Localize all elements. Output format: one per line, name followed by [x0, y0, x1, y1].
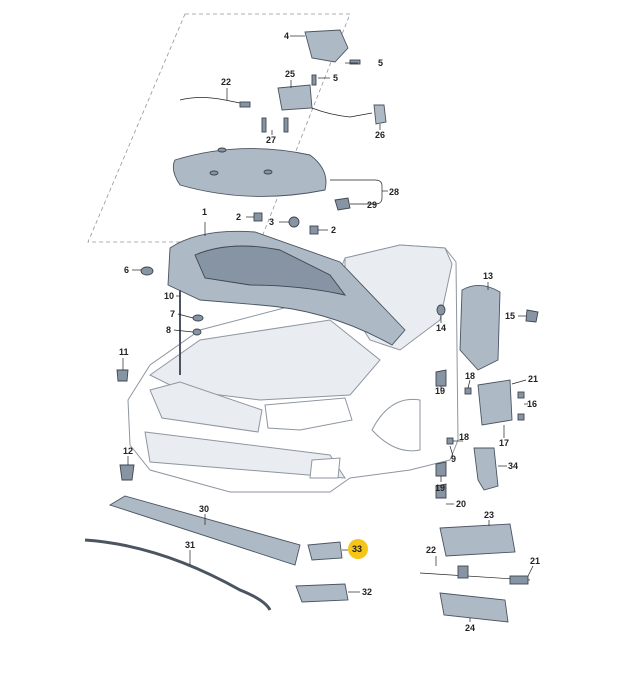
screw-16b	[517, 413, 525, 421]
callout-13: 13	[483, 271, 493, 281]
callout-27: 27	[266, 135, 276, 145]
lock-cover-part	[304, 29, 349, 63]
cable-clip	[457, 565, 469, 579]
hood-inner-frame	[194, 245, 347, 296]
clip-2b	[309, 225, 319, 235]
callout-24: 24	[465, 623, 475, 633]
wheel-arch	[371, 398, 421, 452]
callout-5: 5	[378, 58, 383, 68]
cover-32	[295, 583, 349, 603]
callout-19: 19	[435, 483, 445, 493]
callout-18: 18	[459, 432, 469, 442]
callout-7: 7	[170, 309, 175, 319]
part-14	[436, 304, 446, 316]
hood-insulation-mat	[172, 148, 327, 197]
callout-10: 10	[164, 291, 174, 301]
lock-carrier-13	[459, 285, 501, 371]
callout-labels: 4 5 5 22 25 27 26 28 29 1 2 3 2 6 10 7 8…	[119, 31, 540, 633]
callout-29: 29	[367, 200, 377, 210]
callout-30: 30	[199, 504, 209, 514]
insulation-clip	[209, 170, 219, 176]
clip-2a	[253, 212, 263, 222]
hood-lock-17	[477, 379, 513, 426]
bolt-5a	[349, 59, 361, 65]
insulation-clip	[263, 169, 273, 175]
screw-18a	[464, 387, 472, 395]
clip-7	[192, 314, 204, 322]
hood-lock-part	[277, 84, 313, 111]
callout-1: 1	[202, 207, 207, 217]
headlight	[264, 397, 353, 431]
buffer-6	[140, 266, 154, 276]
bolt-27b	[283, 117, 289, 133]
callout-5: 5	[333, 73, 338, 83]
callout-20: 20	[456, 499, 466, 509]
callout-8: 8	[166, 325, 171, 335]
handle-base-24	[439, 592, 509, 623]
callout-34: 34	[508, 461, 518, 471]
callout-9: 9	[451, 454, 456, 464]
clip-19b	[435, 461, 447, 477]
callout-21: 21	[528, 374, 538, 384]
clip-20	[435, 483, 447, 499]
callout-23: 23	[484, 510, 494, 520]
insulation-clip	[217, 147, 227, 153]
callout-22: 22	[221, 77, 231, 87]
callout-22: 22	[426, 545, 436, 555]
front-bumper-grille	[144, 431, 346, 479]
callout-31: 31	[185, 540, 195, 550]
callout-16: 16	[527, 399, 537, 409]
front-grille	[149, 381, 263, 433]
callout-12: 12	[123, 446, 133, 456]
bolt-5b	[311, 74, 317, 86]
release-handle-34	[473, 447, 499, 491]
callout-3: 3	[269, 217, 274, 227]
seal-31	[84, 538, 272, 611]
callout-21: 21	[530, 556, 540, 566]
callout-32: 32	[362, 587, 372, 597]
callout-25: 25	[285, 69, 295, 79]
clip-19a	[435, 369, 447, 387]
callout-2: 2	[331, 225, 336, 235]
callout-19: 19	[435, 386, 445, 396]
callout-4: 4	[284, 31, 289, 41]
callout-17: 17	[499, 438, 509, 448]
bolt-15	[525, 309, 539, 323]
buffer-3	[288, 216, 300, 228]
callout-33-highlight	[348, 539, 368, 559]
cable-end-21	[509, 575, 529, 585]
callout-2: 2	[236, 212, 241, 222]
part-11	[116, 369, 129, 382]
bolt-27a	[261, 117, 267, 133]
callout-26: 26	[375, 130, 385, 140]
callout-18: 18	[465, 371, 475, 381]
callout-15: 15	[505, 311, 515, 321]
clip-8	[192, 328, 202, 336]
callout-6: 6	[124, 265, 129, 275]
part-12	[119, 464, 135, 481]
cable-22	[179, 97, 246, 105]
fog-light	[309, 457, 341, 479]
callout-33: 33	[352, 544, 362, 554]
part-33-trim	[307, 541, 343, 561]
screw-16a	[517, 391, 525, 399]
handle-23	[439, 523, 516, 557]
screw-18b	[446, 437, 454, 445]
callout-28: 28	[389, 187, 399, 197]
callout-11: 11	[119, 347, 129, 357]
callout-14: 14	[436, 323, 446, 333]
cable-lock	[311, 107, 373, 118]
plenum-panel-30	[108, 495, 301, 566]
cable-end	[239, 101, 251, 108]
leader-lines	[122, 35, 534, 622]
bracket-26	[373, 104, 387, 125]
insulation-clip-29	[334, 197, 351, 211]
